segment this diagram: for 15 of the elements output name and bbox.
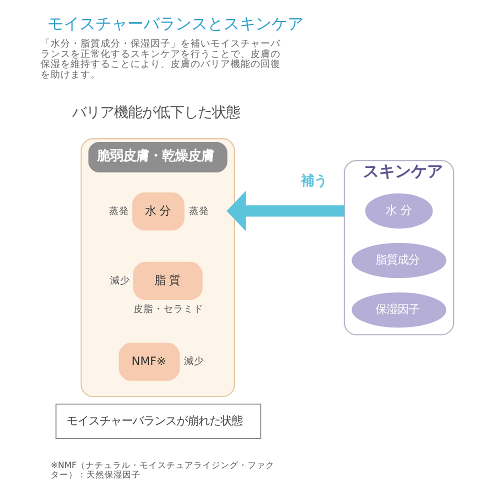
node-label: 蒸発 <box>188 206 208 217</box>
label: バリア機能が低下した状態 <box>72 105 240 122</box>
node-label: 皮脂・セラミド <box>133 304 204 315</box>
node-ellipse: 水 分 <box>364 193 432 229</box>
label: 「水分・脂質成分・保湿因子」を補いモイスチャーバランスを正常化するスキンケアを行うことで、皮膚の保湿を維持することにより、皮膚のバリア機能の回復を助けます。 <box>40 38 280 81</box>
node-ellipse: 脂質成分 <box>351 242 446 278</box>
node-box: モイスチャーバランスが崩れた状態 <box>55 404 261 439</box>
node-label: 減少 <box>184 356 204 368</box>
node-label: 蒸発 <box>108 206 128 217</box>
node-label: 減少 <box>109 275 130 286</box>
diagram-title: モイスチャーバランスとスキンケア <box>46 14 303 33</box>
node-ellipse: 保湿因子 <box>351 292 446 328</box>
edge-label: 補う <box>300 174 327 189</box>
label: ※NMF（ナチュラル・モイスチュアライジング・ファクター）：天然保湿因子 <box>50 461 274 481</box>
arrow <box>226 190 344 232</box>
